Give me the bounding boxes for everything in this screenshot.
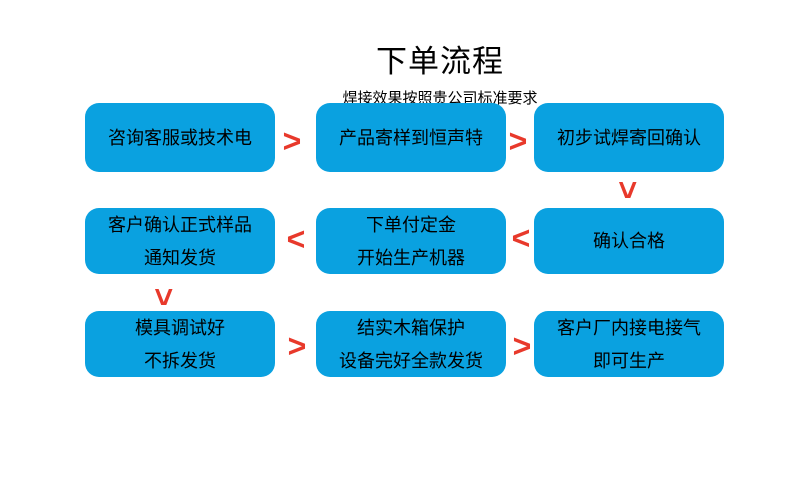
- flow-step-box-confirm-sample: 客户确认正式样品 通知发货: [85, 208, 275, 274]
- arrow-left-icon: <: [286, 221, 306, 257]
- arrow-right-icon: >: [508, 123, 528, 159]
- arrow-right-icon: >: [512, 328, 532, 364]
- flow-step-box-customer-production: 客户厂内接电接气 即可生产: [534, 311, 724, 377]
- arrow-right-icon: >: [287, 328, 307, 364]
- flow-step-box-mold-debug: 模具调试好 不拆发货: [85, 311, 275, 377]
- arrow-down-icon: >: [610, 180, 646, 200]
- flow-step-box-wooden-crate-ship: 结实木箱保护 设备完好全款发货: [316, 311, 506, 377]
- flow-step-label: 客户厂内接电接气: [557, 317, 701, 338]
- arrow-down-icon: >: [146, 287, 182, 307]
- flow-step-label: 不拆发货: [144, 350, 216, 371]
- flow-step-box-trial-weld: 初步试焊寄回确认: [534, 103, 724, 172]
- flow-step-box-consult: 咨询客服或技术电: [85, 103, 275, 172]
- flow-step-label: 客户确认正式样品: [108, 214, 252, 235]
- arrow-left-icon: <: [511, 220, 531, 256]
- flow-step-label: 初步试焊寄回确认: [557, 127, 701, 148]
- flow-step-box-send-sample: 产品寄样到恒声特: [316, 103, 506, 172]
- page-subtitle: 焊接效果按照贵公司标准要求: [342, 90, 538, 107]
- flow-step-label: 开始生产机器: [357, 247, 465, 268]
- flow-step-label: 通知发货: [144, 247, 216, 268]
- flow-step-label: 模具调试好: [135, 317, 225, 338]
- flow-step-label: 确认合格: [593, 231, 665, 251]
- flow-step-label: 设备完好全款发货: [339, 350, 483, 371]
- flow-step-label: 咨询客服或技术电: [108, 127, 252, 148]
- arrow-right-icon: >: [282, 123, 302, 159]
- flow-step-label: 即可生产: [593, 350, 665, 371]
- flow-step-label: 结实木箱保护: [357, 317, 465, 338]
- flow-step-box-pay-deposit: 下单付定金 开始生产机器: [316, 208, 506, 274]
- flow-step-label: 产品寄样到恒声特: [339, 127, 483, 148]
- flow-step-label: 下单付定金: [366, 214, 456, 235]
- diagram-header: 下单流程 焊接效果按照贵公司标准要求: [40, 0, 800, 108]
- flow-step-box-confirm-qualified: 确认合格: [534, 208, 724, 274]
- page-title: 下单流程: [376, 44, 504, 79]
